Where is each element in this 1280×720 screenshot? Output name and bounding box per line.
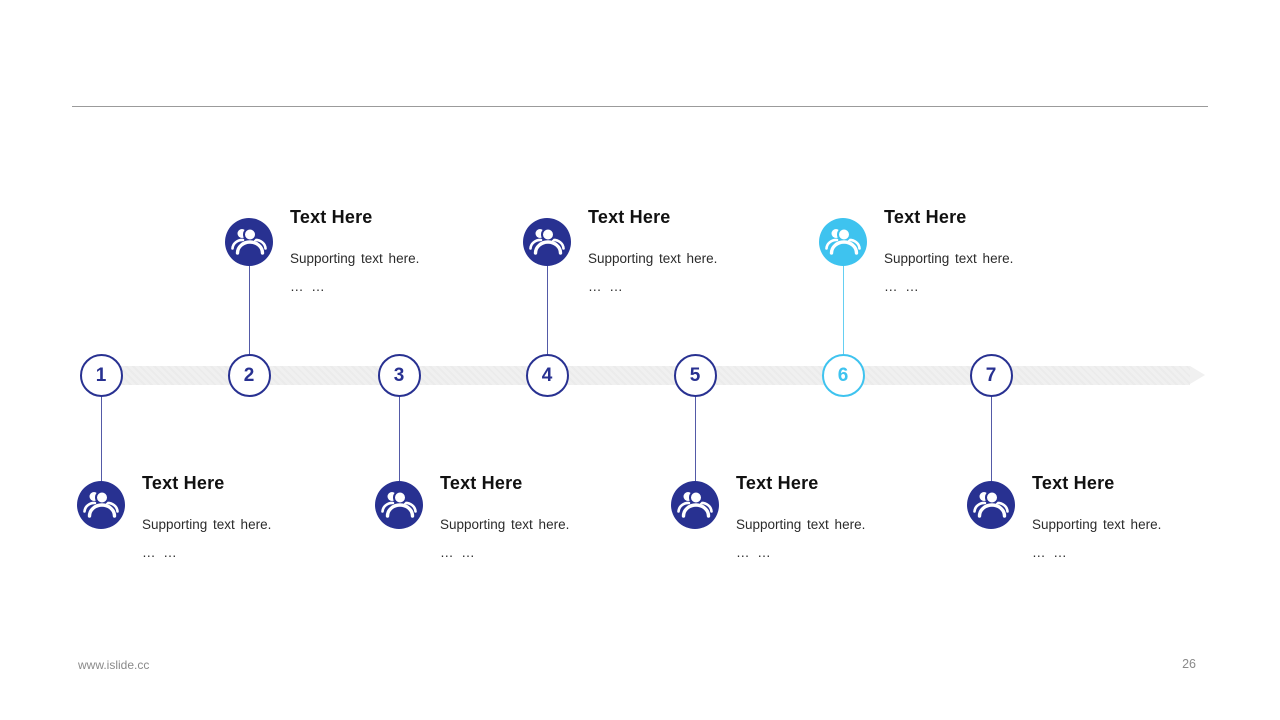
step-number-badge: 6 [821, 354, 865, 397]
item-ellipsis: … … [884, 279, 920, 294]
connector-line [694, 396, 696, 482]
step-number: 7 [985, 364, 997, 386]
item-ellipsis: … … [1032, 545, 1068, 560]
step-number-badge: 1 [79, 354, 123, 397]
item-ellipsis: … … [290, 279, 326, 294]
item-ellipsis: … … [142, 545, 178, 560]
timeline-band [101, 366, 1190, 385]
step-number-badge: 7 [969, 354, 1013, 397]
step-number-badge: 4 [525, 354, 569, 397]
item-text: Text Here Supporting text here. … … [1032, 472, 1227, 564]
item-supporting-text: Supporting text here. [588, 251, 718, 266]
item-heading: Text Here [440, 473, 523, 493]
timeline-arrow-tip [1190, 366, 1205, 384]
item-heading: Text Here [290, 207, 373, 227]
people-icon [523, 218, 571, 266]
item-text: Text Here Supporting text here. … … [736, 472, 931, 564]
connector-line [990, 396, 992, 482]
item-supporting-text: Supporting text here. [884, 251, 1014, 266]
item-heading: Text Here [736, 473, 819, 493]
header-divider [72, 106, 1208, 107]
people-icon [819, 218, 867, 266]
page-number: 26 [1182, 657, 1196, 671]
item-supporting-text: Supporting text here. [290, 251, 420, 266]
connector-line [546, 265, 548, 355]
people-icon [225, 218, 273, 266]
item-supporting-text: Supporting text here. [736, 517, 866, 532]
step-number: 1 [95, 364, 107, 386]
item-heading: Text Here [884, 207, 967, 227]
step-number-badge: 3 [377, 354, 421, 397]
step-number: 3 [393, 364, 405, 386]
item-supporting-text: Supporting text here. [1032, 517, 1162, 532]
connector-line [842, 265, 844, 355]
people-icon [967, 481, 1015, 529]
step-number-badge: 2 [227, 354, 271, 397]
step-number: 2 [243, 364, 255, 386]
footer-url: www.islide.cc [78, 658, 150, 672]
item-text: Text Here Supporting text here. … … [142, 472, 337, 564]
people-icon [77, 481, 125, 529]
item-supporting-text: Supporting text here. [142, 517, 272, 532]
item-heading: Text Here [588, 207, 671, 227]
item-supporting-text: Supporting text here. [440, 517, 570, 532]
item-ellipsis: … … [736, 545, 772, 560]
item-text: Text Here Supporting text here. … … [884, 206, 1079, 298]
connector-line [100, 396, 102, 482]
item-heading: Text Here [1032, 473, 1115, 493]
item-text: Text Here Supporting text here. … … [588, 206, 783, 298]
step-number: 5 [689, 364, 701, 386]
item-ellipsis: … … [588, 279, 624, 294]
connector-line [398, 396, 400, 482]
item-ellipsis: … … [440, 545, 476, 560]
item-heading: Text Here [142, 473, 225, 493]
item-text: Text Here Supporting text here. … … [440, 472, 635, 564]
people-icon [375, 481, 423, 529]
item-text: Text Here Supporting text here. … … [290, 206, 485, 298]
connector-line [248, 265, 250, 355]
people-icon [671, 481, 719, 529]
step-number: 6 [837, 364, 849, 386]
step-number: 4 [541, 364, 553, 386]
step-number-badge: 5 [673, 354, 717, 397]
